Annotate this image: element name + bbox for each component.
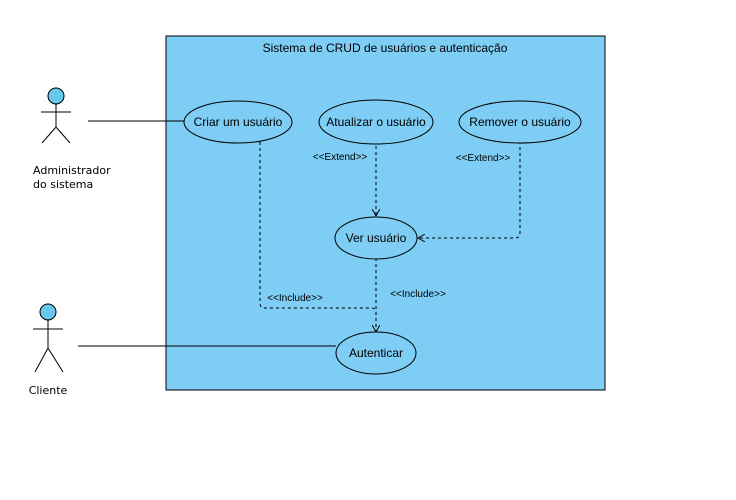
- use-case-ver-label: Ver usuário: [346, 231, 407, 245]
- actor-administrador[interactable]: Administrador do sistema: [33, 87, 111, 191]
- use-case-autenticar[interactable]: Autenticar: [335, 331, 417, 375]
- actor-administrador-label-line2: do sistema: [33, 178, 93, 191]
- include-criar-arrow: [259, 142, 376, 332]
- actor-head-icon: [47, 87, 65, 105]
- include-ver-label: <<Include>>: [390, 289, 446, 300]
- actor-head-icon: [39, 303, 57, 321]
- extend-atualizar-label: <<Extend>>: [313, 152, 368, 163]
- actor-cliente-label: Cliente: [29, 384, 68, 397]
- use-case-criar[interactable]: Criar um usuário: [183, 100, 293, 144]
- use-case-atualizar-label: Atualizar o usuário: [326, 115, 426, 129]
- actor-cliente[interactable]: Cliente: [29, 303, 68, 397]
- extend-remover-arrow: [418, 141, 521, 238]
- use-case-remover[interactable]: Remover o usuário: [458, 100, 582, 144]
- system-boundary: [165, 35, 606, 391]
- system-title: Sistema de CRUD de usuários e autenticaç…: [263, 41, 508, 55]
- use-case-criar-label: Criar um usuário: [194, 115, 283, 129]
- actor-administrador-label-line1: Administrador: [33, 164, 111, 177]
- include-criar-label: <<Include>>: [267, 293, 323, 304]
- use-case-remover-label: Remover o usuário: [469, 115, 571, 129]
- extend-remover-label: <<Extend>>: [456, 153, 511, 164]
- use-case-autenticar-label: Autenticar: [349, 346, 403, 360]
- use-case-ver[interactable]: Ver usuário: [334, 216, 418, 260]
- use-case-atualizar[interactable]: Atualizar o usuário: [318, 99, 434, 145]
